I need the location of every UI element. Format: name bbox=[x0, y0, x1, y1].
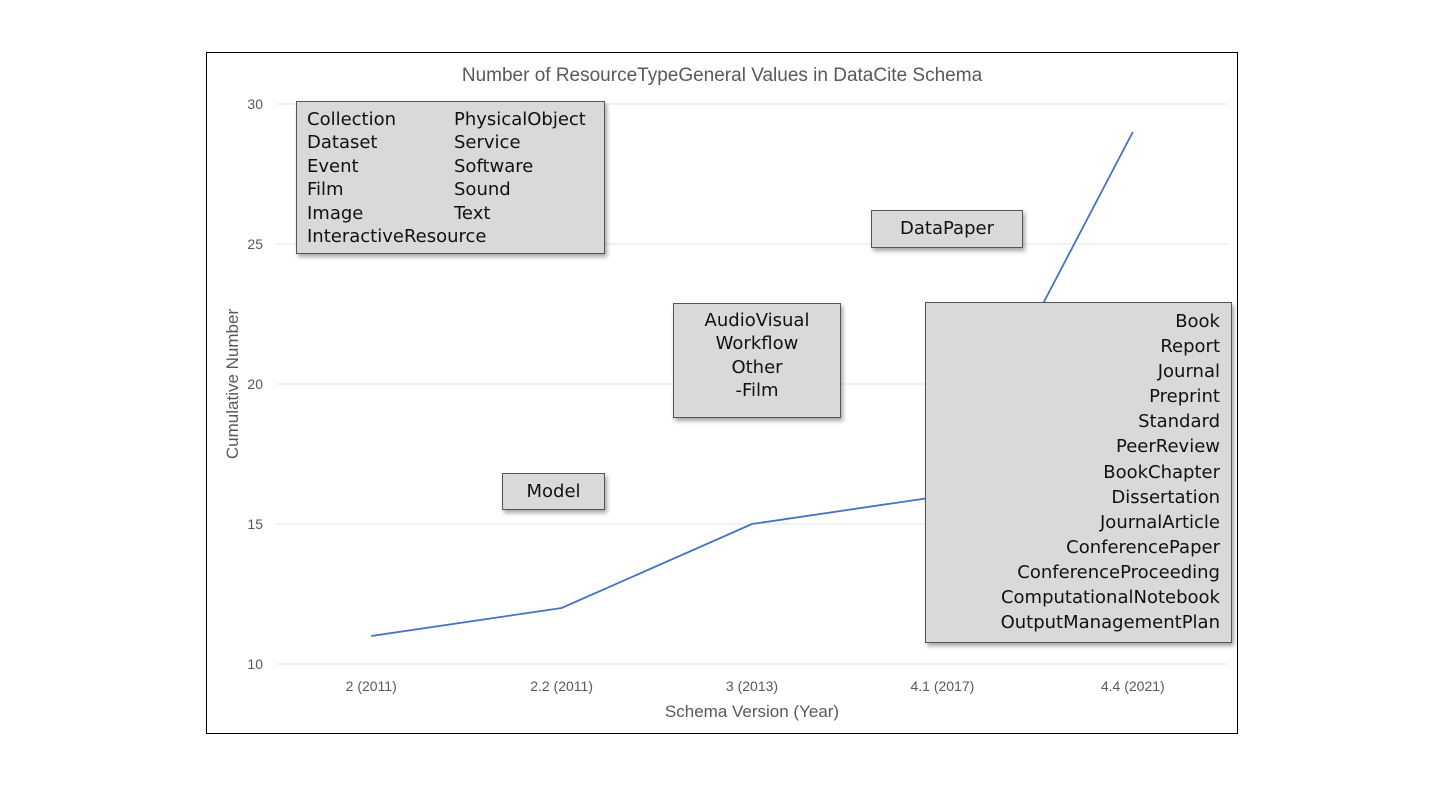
annotation-item: Workflow bbox=[715, 333, 799, 355]
y-tick-label: 20 bbox=[247, 376, 263, 392]
annotation-version-4-1-2017: DataPaper bbox=[871, 210, 1023, 248]
annotation-item: BookChapter bbox=[1103, 461, 1220, 483]
annotation-item: ConferenceProceeding bbox=[1017, 561, 1220, 583]
annotation-item: Service bbox=[454, 132, 521, 154]
annotation-item: Report bbox=[1160, 336, 1220, 358]
x-axis-title: Schema Version (Year) bbox=[665, 702, 839, 721]
y-tick-label: 15 bbox=[247, 516, 263, 532]
annotation-item: OutputManagementPlan bbox=[1000, 612, 1220, 634]
y-tick-labels: 10 15 20 25 30 bbox=[247, 96, 263, 672]
annotation-item: Book bbox=[1175, 311, 1220, 332]
y-tick-label: 10 bbox=[247, 656, 263, 672]
annotation-item: Software bbox=[454, 155, 534, 177]
annotation-version-2-2-2011: Model bbox=[502, 473, 605, 510]
annotation-column-left: Collection Dataset Event Film Image Inte… bbox=[307, 108, 487, 248]
annotation-item: Film bbox=[307, 179, 344, 201]
chart-title: Number of ResourceTypeGeneral Values in … bbox=[462, 65, 983, 86]
x-tick-label: 2 (2011) bbox=[346, 678, 397, 694]
annotation-item: Sound bbox=[454, 179, 511, 201]
annotation-version-3-2013: AudioVisual Workflow Other -Film bbox=[673, 303, 841, 418]
annotation-version-4-4-2021: Book Report Journal Preprint Standard Pe… bbox=[925, 302, 1232, 643]
annotation-item: Dataset bbox=[307, 132, 378, 154]
annotation-item: AudioVisual bbox=[704, 310, 810, 331]
annotation-item: Event bbox=[307, 155, 359, 177]
x-tick-label: 4.1 (2017) bbox=[910, 678, 974, 694]
annotation-item: PhysicalObject bbox=[454, 109, 586, 130]
annotation-column-right: PhysicalObject Service Software Sound Te… bbox=[454, 108, 586, 225]
annotation-item: Standard bbox=[1138, 411, 1220, 433]
annotation-item: ConferencePaper bbox=[1066, 536, 1220, 558]
annotation-item: Journal bbox=[1157, 361, 1220, 383]
annotation-item: InteractiveResource bbox=[307, 225, 487, 247]
annotation-item: Dissertation bbox=[1111, 486, 1220, 508]
x-tick-label: 3 (2013) bbox=[726, 678, 778, 694]
annotation-item: Text bbox=[454, 202, 491, 224]
y-tick-label: 30 bbox=[247, 96, 263, 112]
annotation-item: Collection bbox=[307, 109, 397, 130]
x-tick-labels: 2 (2011) 2.2 (2011) 3 (2013) 4.1 (2017) 4.4 … bbox=[346, 678, 1165, 694]
y-axis-title: Cumulative Number bbox=[223, 309, 242, 460]
x-tick-label: 4.4 (2021) bbox=[1101, 678, 1165, 694]
annotation-item: Preprint bbox=[1149, 386, 1220, 408]
annotation-item: ComputationalNotebook bbox=[1000, 587, 1220, 609]
annotation-item: -Film bbox=[735, 380, 779, 402]
annotation-item: JournalArticle bbox=[1100, 511, 1220, 533]
x-tick-label: 2.2 (2011) bbox=[530, 678, 593, 694]
y-tick-label: 25 bbox=[247, 236, 263, 252]
annotation-item: PeerReview bbox=[1116, 436, 1220, 458]
annotation-item: Image bbox=[307, 202, 364, 224]
annotation-version-2-2011: Collection Dataset Event Film Image Inte… bbox=[296, 101, 605, 254]
annotation-item: Other bbox=[731, 356, 783, 378]
